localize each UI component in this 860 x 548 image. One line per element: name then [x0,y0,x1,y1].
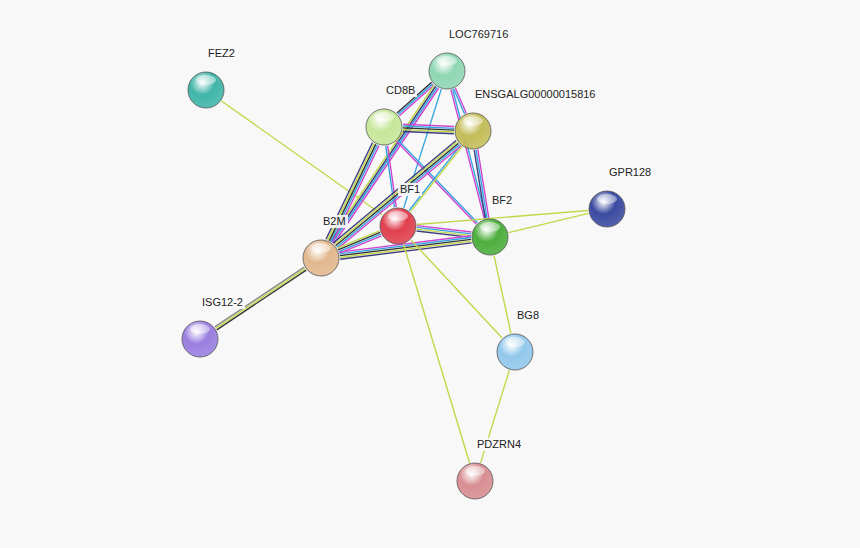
node-shine [597,194,617,204]
protein-node: FEZ2 [187,71,225,109]
node-label: PDZRN4 [475,438,523,451]
node-shine [437,56,457,66]
node-label: BF2 [490,194,514,207]
interaction-edge [417,211,588,225]
protein-node: CD8B [365,108,403,146]
node-shine [463,116,483,126]
evidence-line [474,150,485,218]
node-circle [496,333,534,371]
node-circle [428,52,466,90]
node-circle [454,112,492,150]
node-ball [380,208,416,244]
node-label: BG8 [515,309,541,322]
evidence-line [453,89,486,218]
node-shine [374,112,394,122]
node-ball [457,463,493,499]
evidence-line [334,142,457,245]
node-label: B2M [321,215,348,228]
protein-node: BF2 [471,218,509,256]
node-label: GPR128 [607,166,653,179]
evidence-line [403,244,469,463]
protein-node: BF1 [379,207,417,245]
node-ball [429,53,465,89]
node-ball [188,72,224,108]
node-label: ISG12-2 [200,296,245,309]
node-ball [303,240,339,276]
node-circle [471,218,509,256]
node-circle [181,320,219,358]
evidence-line [403,131,454,133]
node-ball [182,321,218,357]
protein-node: ENSGALG00000015816 [454,112,492,150]
evidence-line [417,211,588,225]
evidence-line [455,88,466,113]
node-ball [472,219,508,255]
node-shine [190,324,210,334]
node-label: CD8B [384,84,417,97]
evidence-line [494,256,511,334]
node-label: ENSGALG00000015816 [473,88,597,101]
interaction-edge [494,256,511,334]
evidence-line [476,150,487,218]
node-label: BF1 [398,183,422,196]
node-ball [366,109,402,145]
node-circle [302,239,340,277]
protein-node: BG8 [496,333,534,371]
node-label: FEZ2 [206,47,237,60]
node-shine [465,466,485,476]
protein-node: B2M [302,239,340,277]
node-ball [497,334,533,370]
node-circle [379,207,417,245]
node-circle [187,71,225,109]
node-shine [480,222,500,232]
evidence-line [338,146,461,249]
interaction-edge [403,244,469,463]
node-circle [365,108,403,146]
node-shine [388,211,408,221]
node-ball [589,191,625,227]
protein-node: LOC769716 [428,52,466,90]
interaction-edge [474,149,489,218]
node-circle [456,462,494,500]
node-shine [505,337,525,347]
protein-node: ISG12-2 [181,320,219,358]
interaction-edge [403,124,454,133]
protein-node: GPR128 [588,190,626,228]
protein-node: PDZRN4 [456,462,494,500]
node-circle [588,190,626,228]
interaction-edge [417,226,472,238]
node-label: LOC769716 [447,28,510,41]
node-ball [455,113,491,149]
evidence-line [338,231,380,248]
node-shine [311,243,331,253]
node-shine [196,75,216,85]
